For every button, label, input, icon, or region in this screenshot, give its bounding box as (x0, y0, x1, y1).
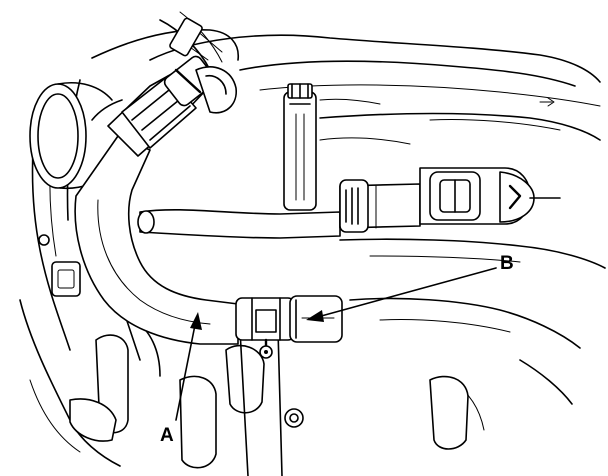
callout-label-b: B (500, 253, 514, 274)
hose-connector (91, 17, 237, 157)
hose-a (74, 135, 295, 359)
callout-label-a: A (160, 425, 174, 446)
leader-arrow-a (175, 312, 202, 421)
leader-arrow-b (306, 267, 497, 322)
throttle-body (29, 82, 113, 297)
coolant-hose-right (137, 167, 561, 239)
sensor-stud (283, 83, 411, 211)
lower-tubes (69, 299, 469, 476)
